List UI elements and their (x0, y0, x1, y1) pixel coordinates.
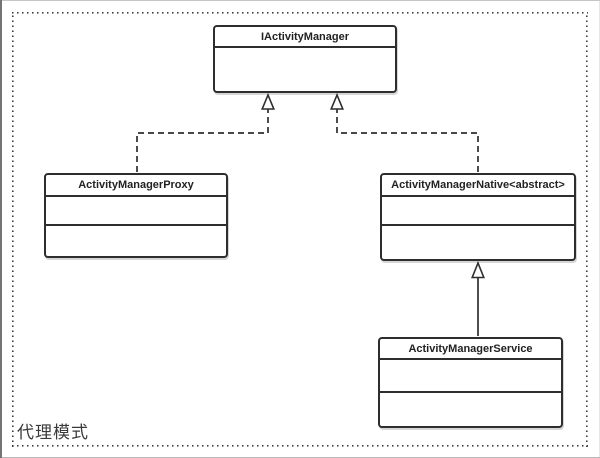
class-name-activitymanagerproxy: ActivityManagerProxy (46, 175, 226, 197)
class-name-activitymanagernative: ActivityManagerNative<abstract> (382, 175, 574, 197)
class-box-activitymanagernative: ActivityManagerNative<abstract> (380, 173, 576, 261)
class-name-activitymanagerservice: ActivityManagerService (380, 339, 561, 360)
class-box-activitymanagerproxy: ActivityManagerProxy (44, 173, 228, 258)
class-compartment (46, 224, 226, 256)
class-compartment (382, 224, 574, 259)
class-box-activitymanagerservice: ActivityManagerService (378, 337, 563, 428)
class-compartment (380, 360, 561, 391)
class-compartment (382, 197, 574, 224)
class-box-iactivitymanager: IActivityManager (213, 25, 397, 93)
diagram-caption: 代理模式 (17, 423, 89, 443)
class-compartment (46, 197, 226, 224)
class-compartment (380, 391, 561, 426)
class-compartment (215, 48, 395, 91)
class-name-iactivitymanager: IActivityManager (215, 27, 395, 48)
